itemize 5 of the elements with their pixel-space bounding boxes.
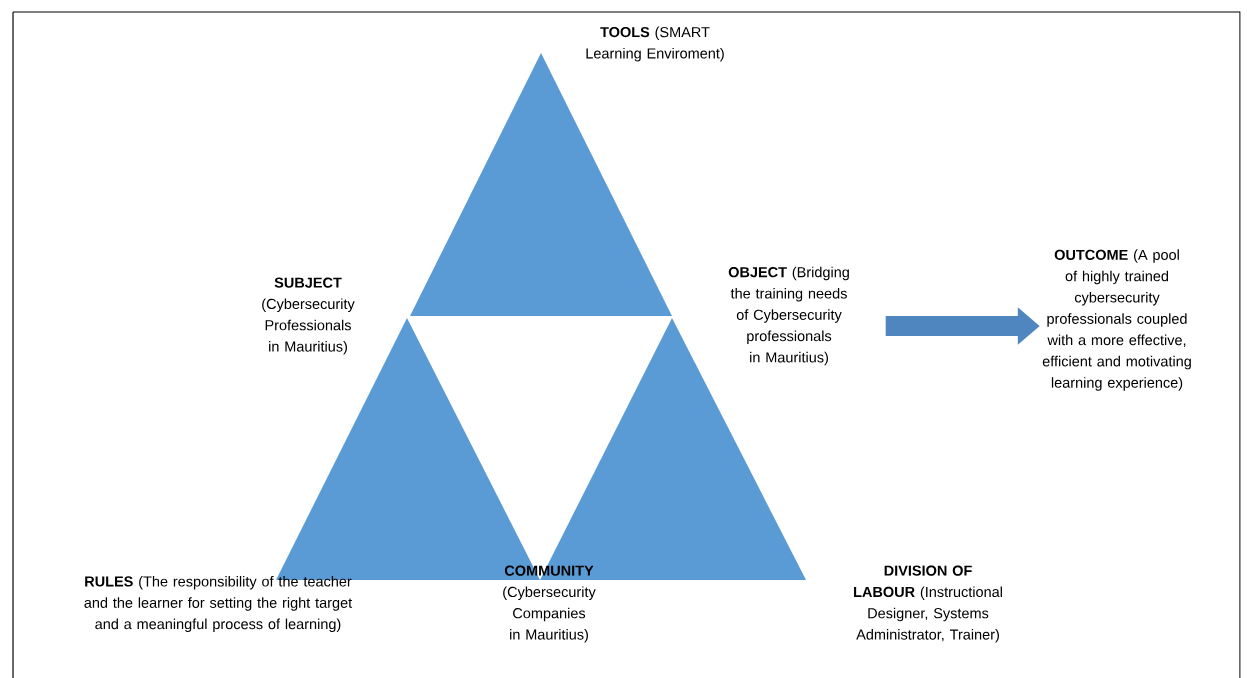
concept-text: TOOLS (SMART Learning Enviroment) (586, 26, 724, 62)
concept-text: SUBJECT (Cybersecurity Professionals in Mauritius) (262, 277, 355, 355)
concept-text: OBJECT (Bridging the training needs of Cybersecurity professionals in Mauritius) (728, 266, 849, 366)
concept-text: OUTCOME (A pool of highly trained cybersecurity professionals coupled with a more effective, efficient and motivating learning experience) (1042, 249, 1191, 391)
concept-text: DIVISION OF LABOUR (Instructional Designer, Systems Administrator, Trainer) (854, 565, 1002, 643)
